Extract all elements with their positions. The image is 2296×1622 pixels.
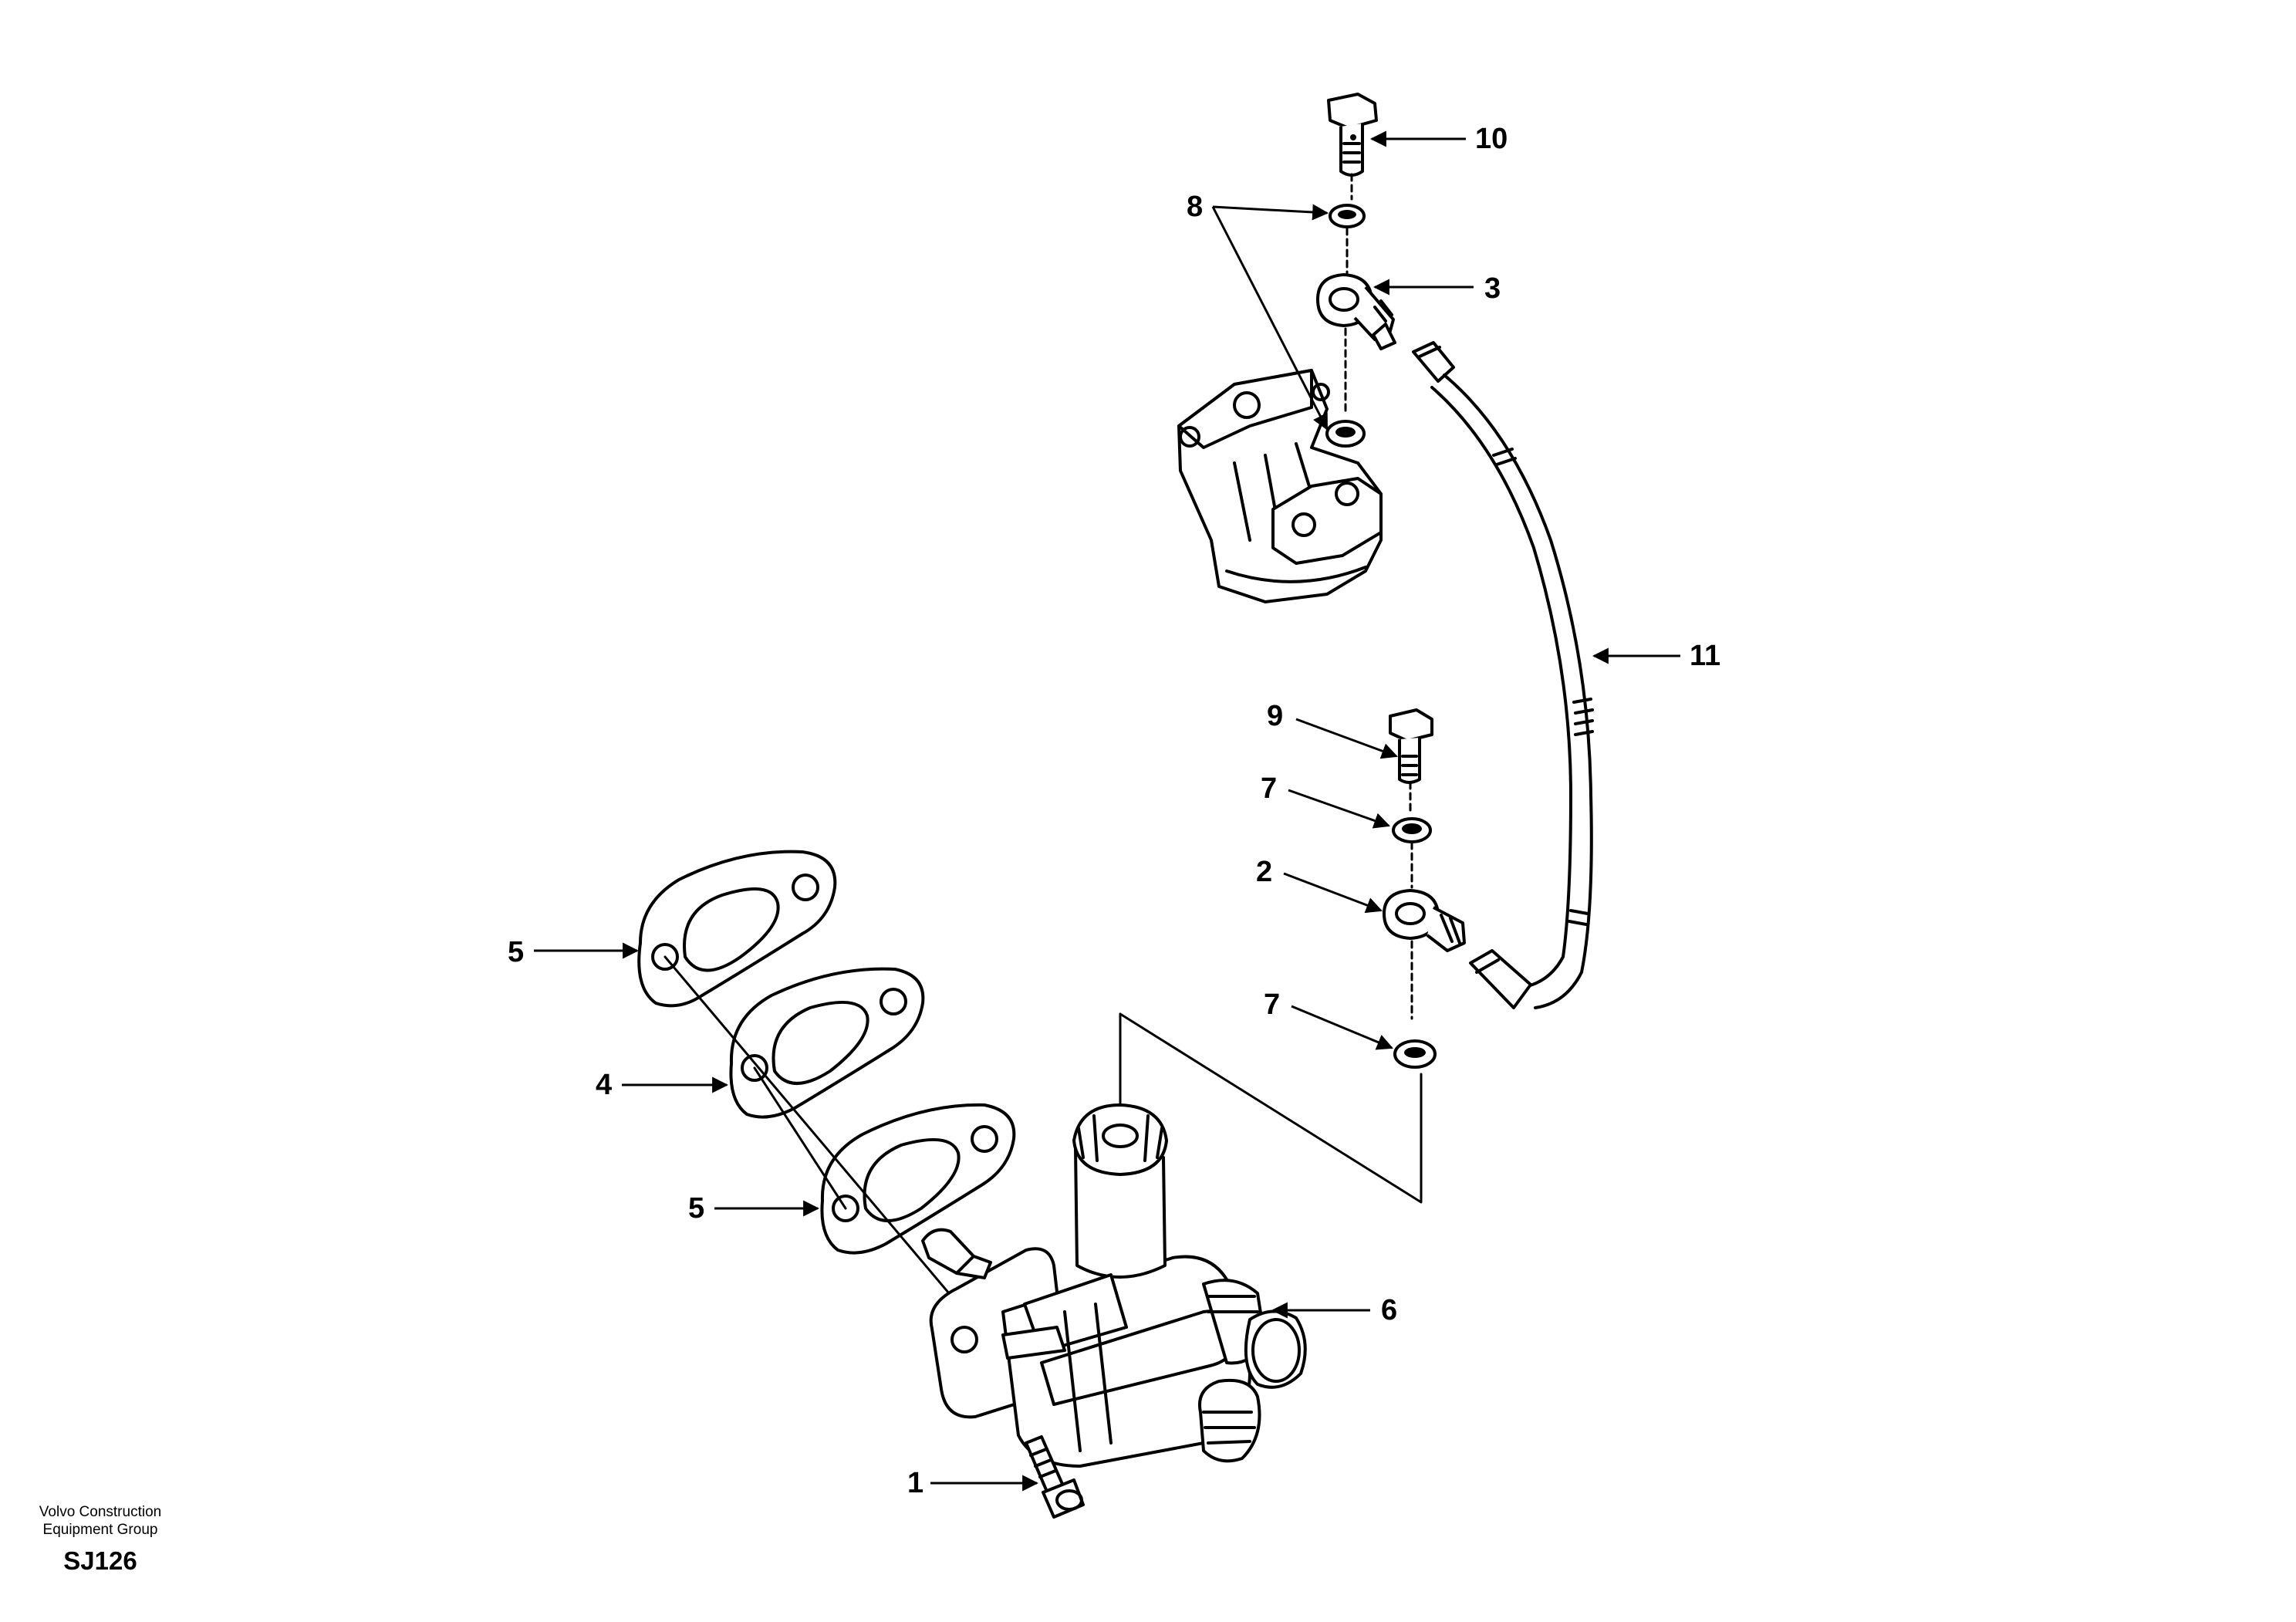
callout-1: 1	[907, 1467, 1039, 1499]
callout-label-9: 9	[1267, 700, 1283, 732]
callout-9: 9	[1267, 700, 1398, 759]
filter-head-bracket	[1177, 369, 1383, 603]
callout-11: 11	[1592, 640, 1720, 672]
callout-8: 8	[1187, 191, 1329, 431]
company-line-2: Equipment Group	[42, 1522, 158, 1538]
mounting-screw	[1025, 1435, 1085, 1519]
company-name: Volvo Construction Equipment Group	[15, 1503, 185, 1539]
callout-3: 3	[1373, 272, 1501, 305]
sealing-washer-top-upper	[1329, 204, 1366, 228]
gasket-middle	[729, 967, 925, 1119]
callout-label-5-lower: 5	[688, 1192, 704, 1225]
callout-label-7b: 7	[1264, 988, 1280, 1021]
callout-7b: 7	[1264, 988, 1393, 1050]
banjo-fitting-lower	[1383, 889, 1466, 952]
gasket-upper	[637, 850, 837, 1008]
callout-label-2: 2	[1256, 856, 1272, 888]
gasket-lower	[820, 1103, 1016, 1255]
callout-label-10: 10	[1475, 123, 1508, 155]
callout-label-11: 11	[1690, 640, 1720, 672]
callout-label-6: 6	[1381, 1294, 1397, 1326]
banjo-fitting-top	[1316, 273, 1396, 350]
sealing-washer-top-lower	[1325, 420, 1366, 448]
callout-10: 10	[1369, 123, 1508, 155]
callout-label-5-upper: 5	[508, 936, 524, 968]
callout-label-7a: 7	[1261, 772, 1277, 805]
callout-2: 2	[1256, 856, 1383, 914]
fuel-pump	[921, 1103, 1307, 1468]
sealing-washer-mid-upper	[1392, 817, 1432, 843]
drawing-code: SJ126	[63, 1546, 137, 1575]
sealing-washer-mid-lower	[1393, 1039, 1437, 1069]
company-line-1: Volvo Construction	[39, 1504, 162, 1520]
callout-4: 4	[596, 1069, 729, 1101]
callout-label-4: 4	[596, 1069, 612, 1101]
callout-label-3: 3	[1484, 272, 1501, 305]
callout-6: 6	[1271, 1294, 1397, 1326]
fuel-hose	[1412, 341, 1594, 1009]
callout-7a: 7	[1261, 772, 1390, 829]
callout-5-upper: 5	[508, 936, 640, 968]
callout-label-1: 1	[907, 1467, 923, 1499]
banjo-bolt-top	[1327, 93, 1378, 177]
callout-label-8: 8	[1187, 191, 1203, 223]
callout-5-lower: 5	[688, 1192, 820, 1225]
banjo-bolt-lower	[1389, 708, 1433, 784]
